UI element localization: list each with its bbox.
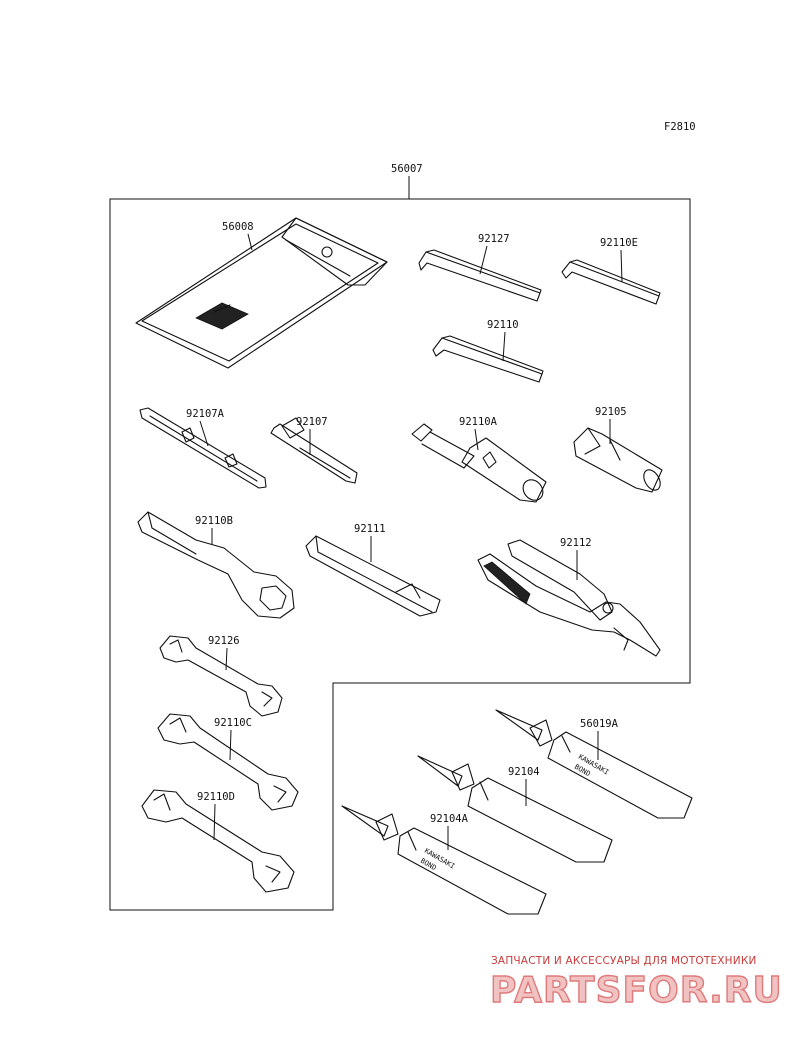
- figure-code: F2810: [664, 121, 696, 133]
- hex-key-92127: [418, 249, 542, 302]
- toolkit-frame: [109, 198, 691, 911]
- hex-key-92110: [432, 335, 544, 383]
- pliers-92112: [477, 539, 661, 657]
- socket-wrench-92110a: [411, 423, 547, 503]
- screwdriver-92107a: [139, 407, 267, 489]
- label-92107: 92107: [296, 416, 328, 428]
- open-wrench-92110c: [157, 713, 299, 811]
- open-wrench-92126: [159, 635, 283, 717]
- watermark-subtitle: ЗАПЧАСТИ И АКСЕССУАРЫ ДЛЯ МОТОТЕХНИКИ: [491, 955, 757, 967]
- label-92105: 92105: [595, 406, 627, 418]
- socket-handle-92105: [573, 427, 663, 493]
- label-92127: 92127: [478, 233, 510, 245]
- hex-key-92110e: [561, 259, 661, 305]
- label-92104: 92104: [508, 766, 540, 778]
- screwdriver-92107: [270, 417, 358, 484]
- open-wrench-92110d: [141, 789, 295, 893]
- watermark-site: PARTSFOR.RU: [490, 970, 783, 1011]
- extension-bar-92111: [305, 535, 441, 617]
- label-92112: 92112: [560, 537, 592, 549]
- label-92104a: 92104A: [430, 813, 469, 825]
- label-92110e: 92110E: [600, 237, 638, 249]
- label-92110d: 92110D: [197, 791, 235, 803]
- tool-bag: [135, 217, 388, 369]
- label-92126: 92126: [208, 635, 240, 647]
- label-56008: 56008: [222, 221, 254, 233]
- label-92111: 92111: [354, 523, 386, 535]
- assembly-label: 56007: [391, 163, 423, 175]
- box-wrench-92110b: [137, 511, 295, 619]
- label-92110c: 92110C: [214, 717, 252, 729]
- watermark: ЗАПЧАСТИ И АКСЕССУАРЫ ДЛЯ МОТОТЕХНИКИ PA…: [489, 955, 783, 1012]
- label-92107a: 92107A: [186, 408, 225, 420]
- bond-tube-92104: [417, 755, 613, 863]
- label-92110: 92110: [487, 319, 519, 331]
- label-56019a: 56019A: [580, 718, 619, 730]
- bond-tube-56019a: KAWASAKI BOND: [495, 709, 693, 819]
- label-92110a: 92110A: [459, 416, 498, 428]
- label-92110b: 92110B: [195, 515, 233, 527]
